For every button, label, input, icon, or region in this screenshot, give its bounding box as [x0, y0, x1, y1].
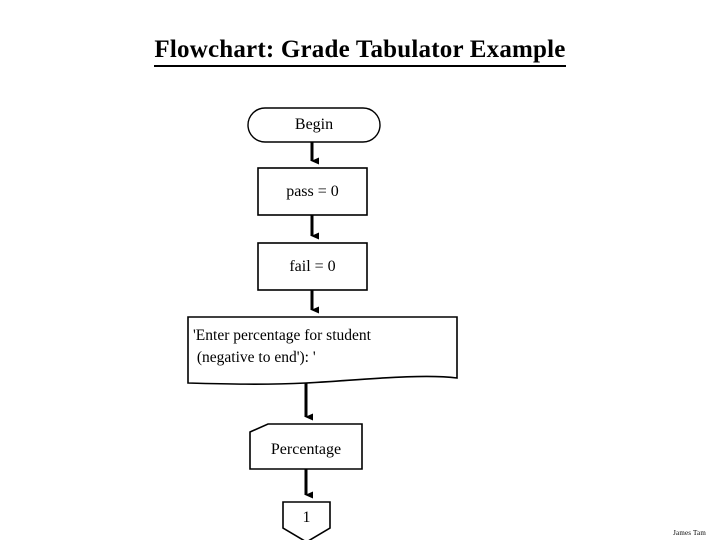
- page-title-text: Flowchart: Grade Tabulator Example: [154, 36, 566, 67]
- flow-node-pass-init[interactable]: [257, 167, 368, 216]
- flow-node-begin-label: Begin: [294, 116, 334, 133]
- flow-node-fail-init[interactable]: [257, 242, 368, 291]
- flow-node-percentage-input[interactable]: [249, 423, 363, 470]
- flow-node-pass-init-label: pass = 0: [286, 183, 339, 200]
- flow-node-prompt[interactable]: [187, 316, 458, 385]
- attribution-text: James Tam: [673, 529, 706, 537]
- flow-node-offpage-connector-1[interactable]: [282, 501, 331, 540]
- flow-node-prompt-label-line-1: 'Enter percentage for student: [193, 327, 371, 344]
- flow-node-fail-init-label: fail = 0: [289, 258, 336, 275]
- page-title: Flowchart: Grade Tabulator Example: [0, 36, 720, 67]
- flow-node-offpage-connector-1-label: 1: [302, 509, 311, 526]
- flow-node-begin[interactable]: [247, 107, 381, 143]
- flow-node-percentage-input-label: Percentage: [270, 441, 342, 458]
- flow-node-prompt-label-line-2: (negative to end'): ': [193, 349, 316, 366]
- flow-node-prompt-label: 'Enter percentage for student (negative …: [193, 325, 451, 369]
